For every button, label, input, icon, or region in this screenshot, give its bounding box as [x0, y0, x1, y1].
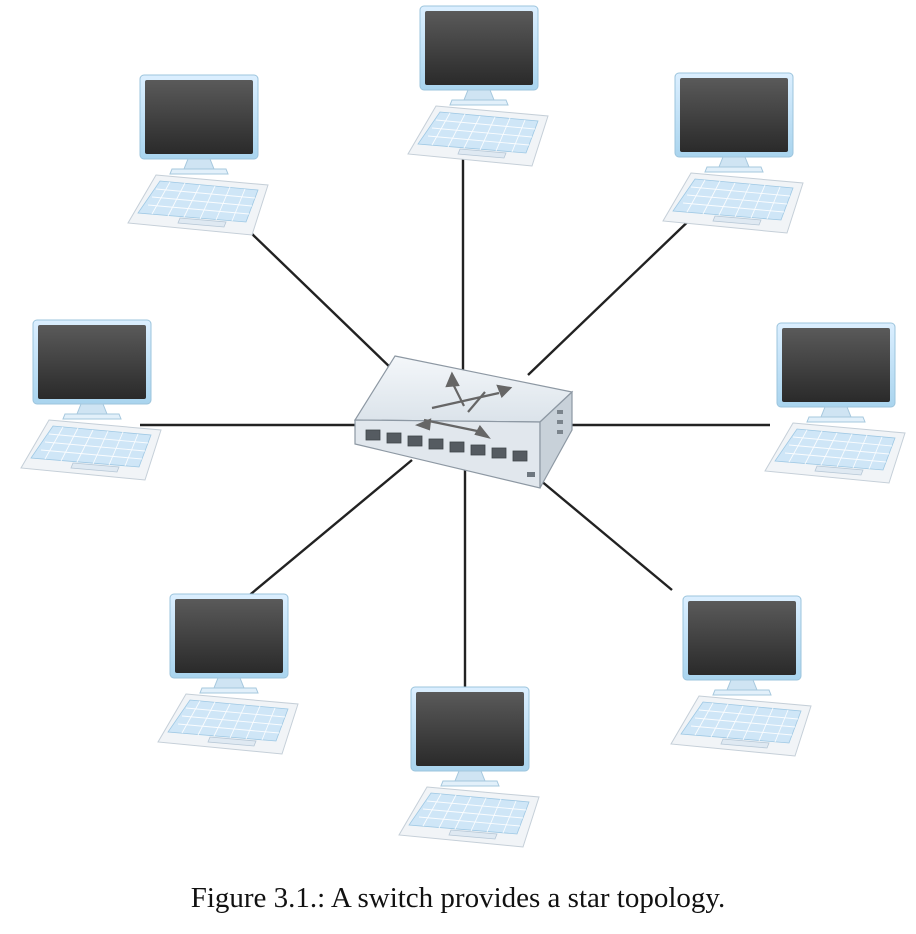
computer-top: [407, 5, 549, 167]
switch-arrows-icon: [414, 371, 513, 439]
network-switch-icon: [353, 355, 574, 489]
star-topology-diagram: [20, 5, 906, 848]
computer-top-left: [127, 74, 269, 236]
network-links: [140, 140, 770, 688]
link-bottom-left: [245, 459, 413, 599]
computer-left: [20, 319, 162, 481]
switch-ports: [365, 429, 528, 462]
link-bottom-right: [539, 479, 673, 591]
link-top-left: [249, 231, 396, 373]
computer-bottom: [398, 686, 540, 848]
computer-bottom-left: [157, 593, 299, 755]
computer-top-right: [662, 72, 804, 234]
computer-right: [764, 322, 906, 484]
link-top-right: [527, 209, 701, 376]
figure-caption: Figure 3.1.: A switch provides a star to…: [190, 882, 726, 914]
computer-bottom-right: [670, 595, 812, 757]
